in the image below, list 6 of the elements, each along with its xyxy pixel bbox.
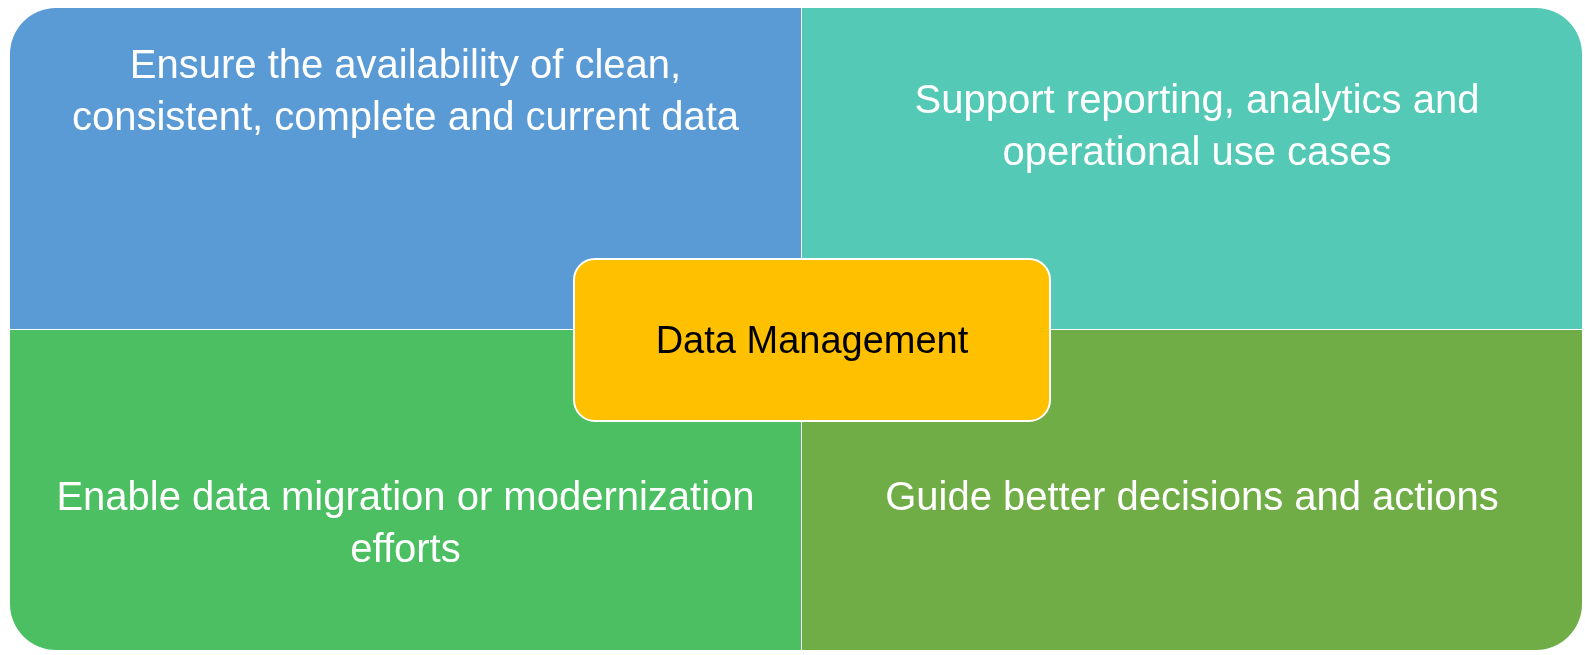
goal-text: Support reporting, analytics and operational use cases (913, 76, 1481, 175)
goal-text: Guide better decisions and actions (885, 473, 1499, 520)
goal-text: Enable data migration or modernization efforts (55, 473, 756, 572)
title-text: Data Management (655, 318, 969, 362)
goal-text: Ensure the availability of clean, consistent, complete and current data (70, 41, 741, 140)
center-box (573, 258, 1051, 422)
